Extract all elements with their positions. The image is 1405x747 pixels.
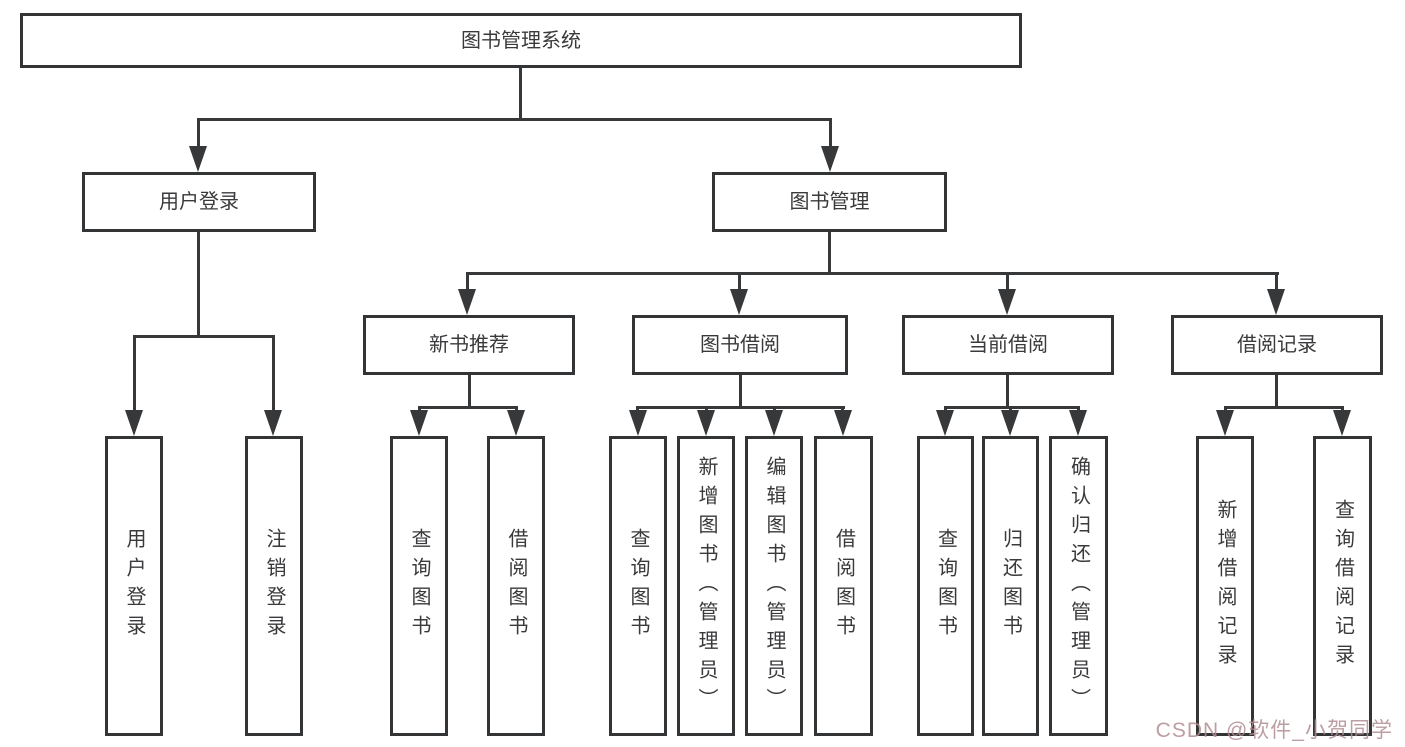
connector-to-leaf-logout-line: [272, 335, 275, 412]
node-book-management: 图书管理: [712, 172, 947, 232]
connector-root-hline: [197, 118, 832, 121]
node-leaf-logout: 注销登录: [245, 436, 303, 736]
arrowhead-borrow-borrow: [834, 410, 852, 436]
arrowhead-current-confirm: [1069, 410, 1087, 436]
node-current-borrow: 当前借阅: [902, 315, 1114, 375]
arrowhead-new-book-recommend: [458, 289, 476, 315]
connector-to-current-line: [1006, 272, 1009, 292]
connector-borrow-hline: [636, 406, 845, 409]
node-current-query-books: 查询图书: [917, 436, 974, 736]
arrowhead-leaf-login: [125, 410, 143, 436]
node-records-query: 查询借阅记录: [1313, 436, 1372, 736]
connector-recommend-trunk: [468, 375, 471, 408]
node-current-return-books: 归还图书: [982, 436, 1039, 736]
connector-to-records-line: [1275, 272, 1278, 292]
connector-book-management-hline: [466, 272, 1279, 275]
arrowhead-book-management: [821, 146, 839, 172]
arrowhead-borrow-edit: [765, 410, 783, 436]
arrowhead-leaf-logout: [264, 410, 282, 436]
arrowhead-recommend-borrow: [507, 410, 525, 436]
connector-records-hline: [1224, 406, 1343, 409]
connector-user-login-trunk: [197, 232, 200, 337]
connector-to-leaf-login-line: [133, 335, 136, 412]
connector-user-login-hline: [133, 335, 275, 338]
node-system: 图书管理系统: [20, 13, 1022, 68]
node-current-confirm-return: 确认归还（管理员）: [1049, 436, 1108, 736]
node-borrow-edit-books: 编辑图书（管理员）: [745, 436, 803, 736]
arrowhead-records-query: [1333, 410, 1351, 436]
connector-to-user-login-line: [197, 118, 200, 150]
connector-recommend-hline: [418, 406, 518, 409]
node-borrow-query-books: 查询图书: [609, 436, 667, 736]
arrowhead-current-borrow: [998, 289, 1016, 315]
node-borrow-records: 借阅记录: [1171, 315, 1383, 375]
connector-to-recommend-line: [466, 272, 469, 292]
node-recommend-query-books: 查询图书: [390, 436, 448, 736]
node-records-add: 新增借阅记录: [1196, 436, 1254, 736]
connector-borrow-trunk: [739, 375, 742, 408]
arrowhead-user-login: [189, 146, 207, 172]
arrowhead-recommend-query: [410, 410, 428, 436]
connector-to-book-management-line: [829, 118, 832, 150]
node-recommend-borrow-books: 借阅图书: [487, 436, 545, 736]
node-leaf-login: 用户登录: [105, 436, 163, 736]
arrowhead-borrow-query: [629, 410, 647, 436]
arrowhead-book-borrow: [730, 289, 748, 315]
arrowhead-borrow-add: [697, 410, 715, 436]
connector-root-trunk: [519, 68, 522, 120]
connector-to-borrow-line: [738, 272, 741, 292]
csdn-watermark: CSDN @软件_小贺同学: [1155, 719, 1393, 742]
node-user-login: 用户登录: [82, 172, 316, 232]
node-borrow-add-books: 新增图书（管理员）: [677, 436, 735, 736]
node-borrow-borrow-books: 借阅图书: [814, 436, 873, 736]
connector-records-trunk: [1275, 375, 1278, 408]
connector-book-management-trunk: [828, 232, 831, 274]
node-new-book-recommend: 新书推荐: [363, 315, 575, 375]
connector-current-trunk: [1006, 375, 1009, 408]
arrowhead-current-query: [936, 410, 954, 436]
arrowhead-borrow-records: [1267, 289, 1285, 315]
arrowhead-current-return: [1001, 410, 1019, 436]
node-book-borrow: 图书借阅: [632, 315, 848, 375]
arrowhead-records-add: [1216, 410, 1234, 436]
